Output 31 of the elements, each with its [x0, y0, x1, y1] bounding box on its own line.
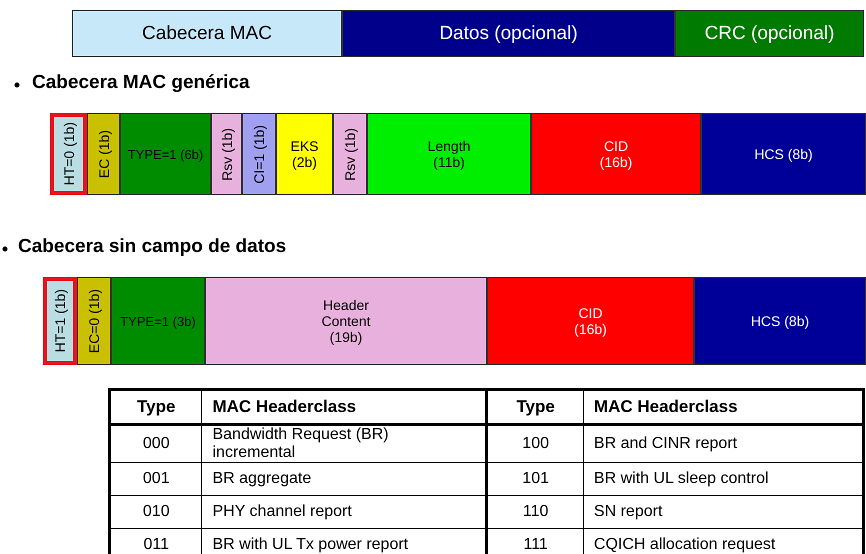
header-field: EC=0 (1b)	[77, 277, 111, 365]
header-field: HCS (8b)	[694, 277, 866, 365]
header-field: CID (16b)	[487, 277, 694, 365]
header-field: Length (11b)	[367, 113, 531, 195]
header-field: Rsv (1b)	[211, 113, 242, 195]
header-field: HT=1 (1b)	[43, 277, 77, 365]
column-header: Type	[486, 390, 584, 424]
header-class-cell: Bandwidth Request (BR) incremental	[202, 424, 487, 462]
header-field: HCS (8b)	[701, 113, 866, 195]
type-code-cell: 000	[110, 424, 202, 462]
section-heading: Cabecera MAC genérica	[32, 72, 250, 94]
header-field: TYPE=1 (6b)	[120, 113, 211, 195]
column-header: Type	[110, 390, 202, 424]
type-code-cell: 101	[486, 462, 584, 496]
section-heading: Cabecera sin campo de datos	[18, 236, 286, 258]
header-field: HT=0 (1b)	[50, 113, 87, 195]
header-field: Header Content (19b)	[205, 277, 487, 365]
type-code-cell: 111	[486, 528, 584, 554]
type-code-cell: 100	[486, 424, 584, 462]
type-code-cell: 110	[486, 496, 584, 528]
frame-segment: Cabecera MAC	[72, 10, 342, 57]
frame-segment: Datos (opcional)	[342, 10, 675, 57]
header-field: TYPE=1 (3b)	[111, 277, 205, 365]
header-field: CI=1 (1b)	[242, 113, 276, 195]
type-code-cell: 001	[110, 462, 202, 496]
header-field: EC (1b)	[87, 113, 120, 195]
header-field: Rsv (1b)	[333, 113, 367, 195]
header-field: EKS (2b)	[276, 113, 333, 195]
header-field: CID (16b)	[531, 113, 701, 195]
type-code-cell: 010	[110, 496, 202, 528]
frame-segment: CRC (opcional)	[675, 10, 864, 57]
